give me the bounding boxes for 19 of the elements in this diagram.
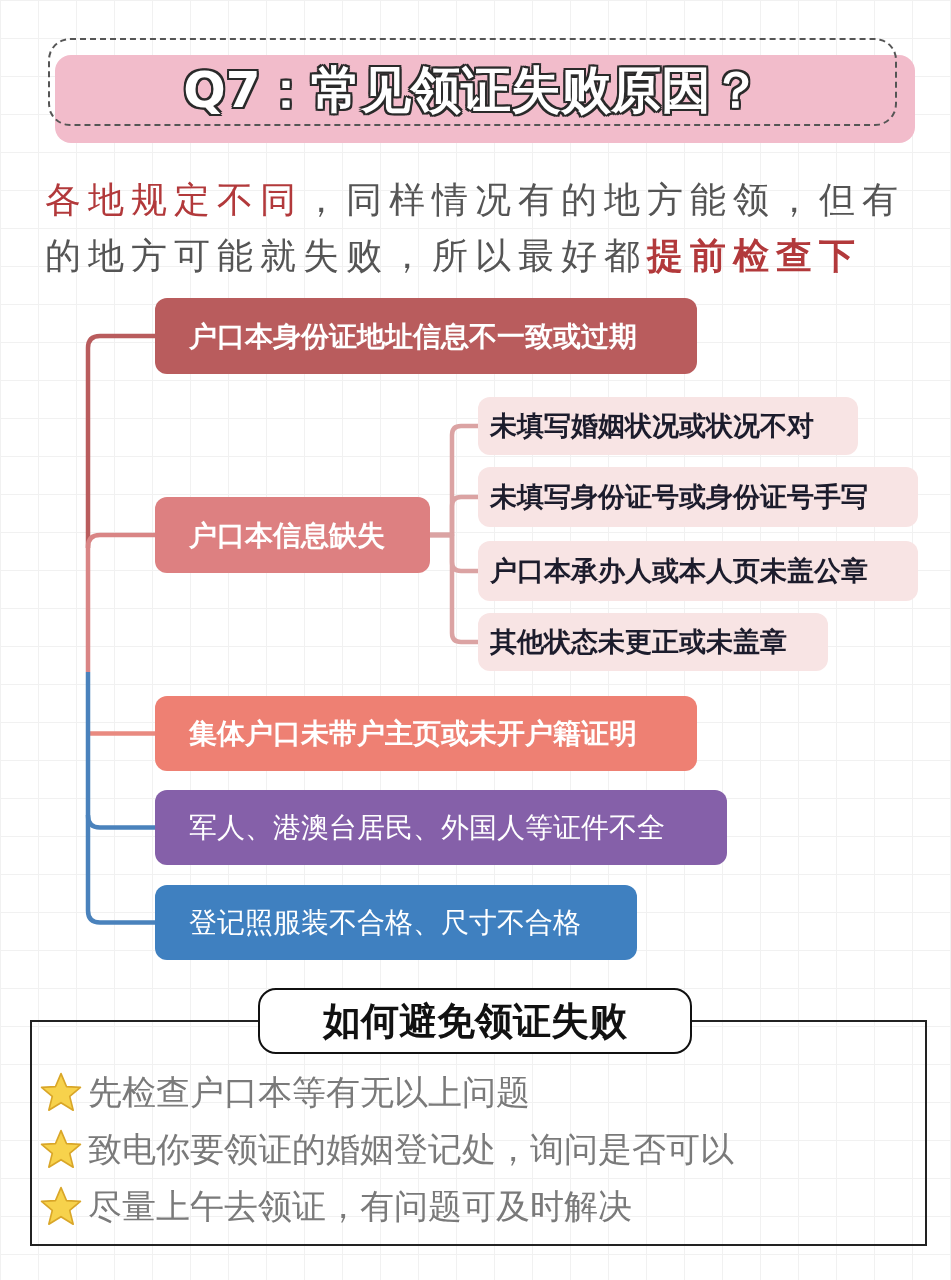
branch-line [85, 672, 155, 830]
topic-node: 军人、港澳台居民、外国人等证件不全 [155, 790, 727, 865]
branch-line [85, 815, 155, 925]
tip-text: 致电你要领证的婚姻登记处，询问是否可以 [88, 1128, 734, 1171]
title-text: Q7：常见领证失败原因？ [183, 60, 761, 121]
subtopic-node: 未填写身份证号或身份证号手写 [478, 467, 918, 527]
intro-text: 各地规定不同，同样情况有的地方能领，但有的地方可能就失败，所以最好都提前检查下 [45, 178, 906, 278]
subtopic-node: 户口本承办人或本人页未盖公章 [478, 541, 918, 601]
section-heading: 如何避免领证失败 [258, 988, 692, 1054]
topic-node: 登记照服装不合格、尺寸不合格 [155, 885, 637, 960]
subtopic-node: 其他状态未更正或未盖章 [478, 613, 828, 671]
tips-panel [30, 988, 927, 1246]
branch-line [85, 532, 155, 672]
tip-text: 尽量上午去领证，有问题可及时解决 [88, 1185, 632, 1228]
topic-node: 户口本身份证地址信息不一致或过期 [155, 298, 697, 374]
topic-node: 集体户口未带户主页或未开户籍证明 [155, 696, 697, 771]
topic-node: 户口本信息缺失 [155, 497, 430, 573]
tip-text: 先检查户口本等有无以上问题 [88, 1071, 530, 1114]
subtopic-node: 未填写婚姻状况或状况不对 [478, 397, 858, 455]
